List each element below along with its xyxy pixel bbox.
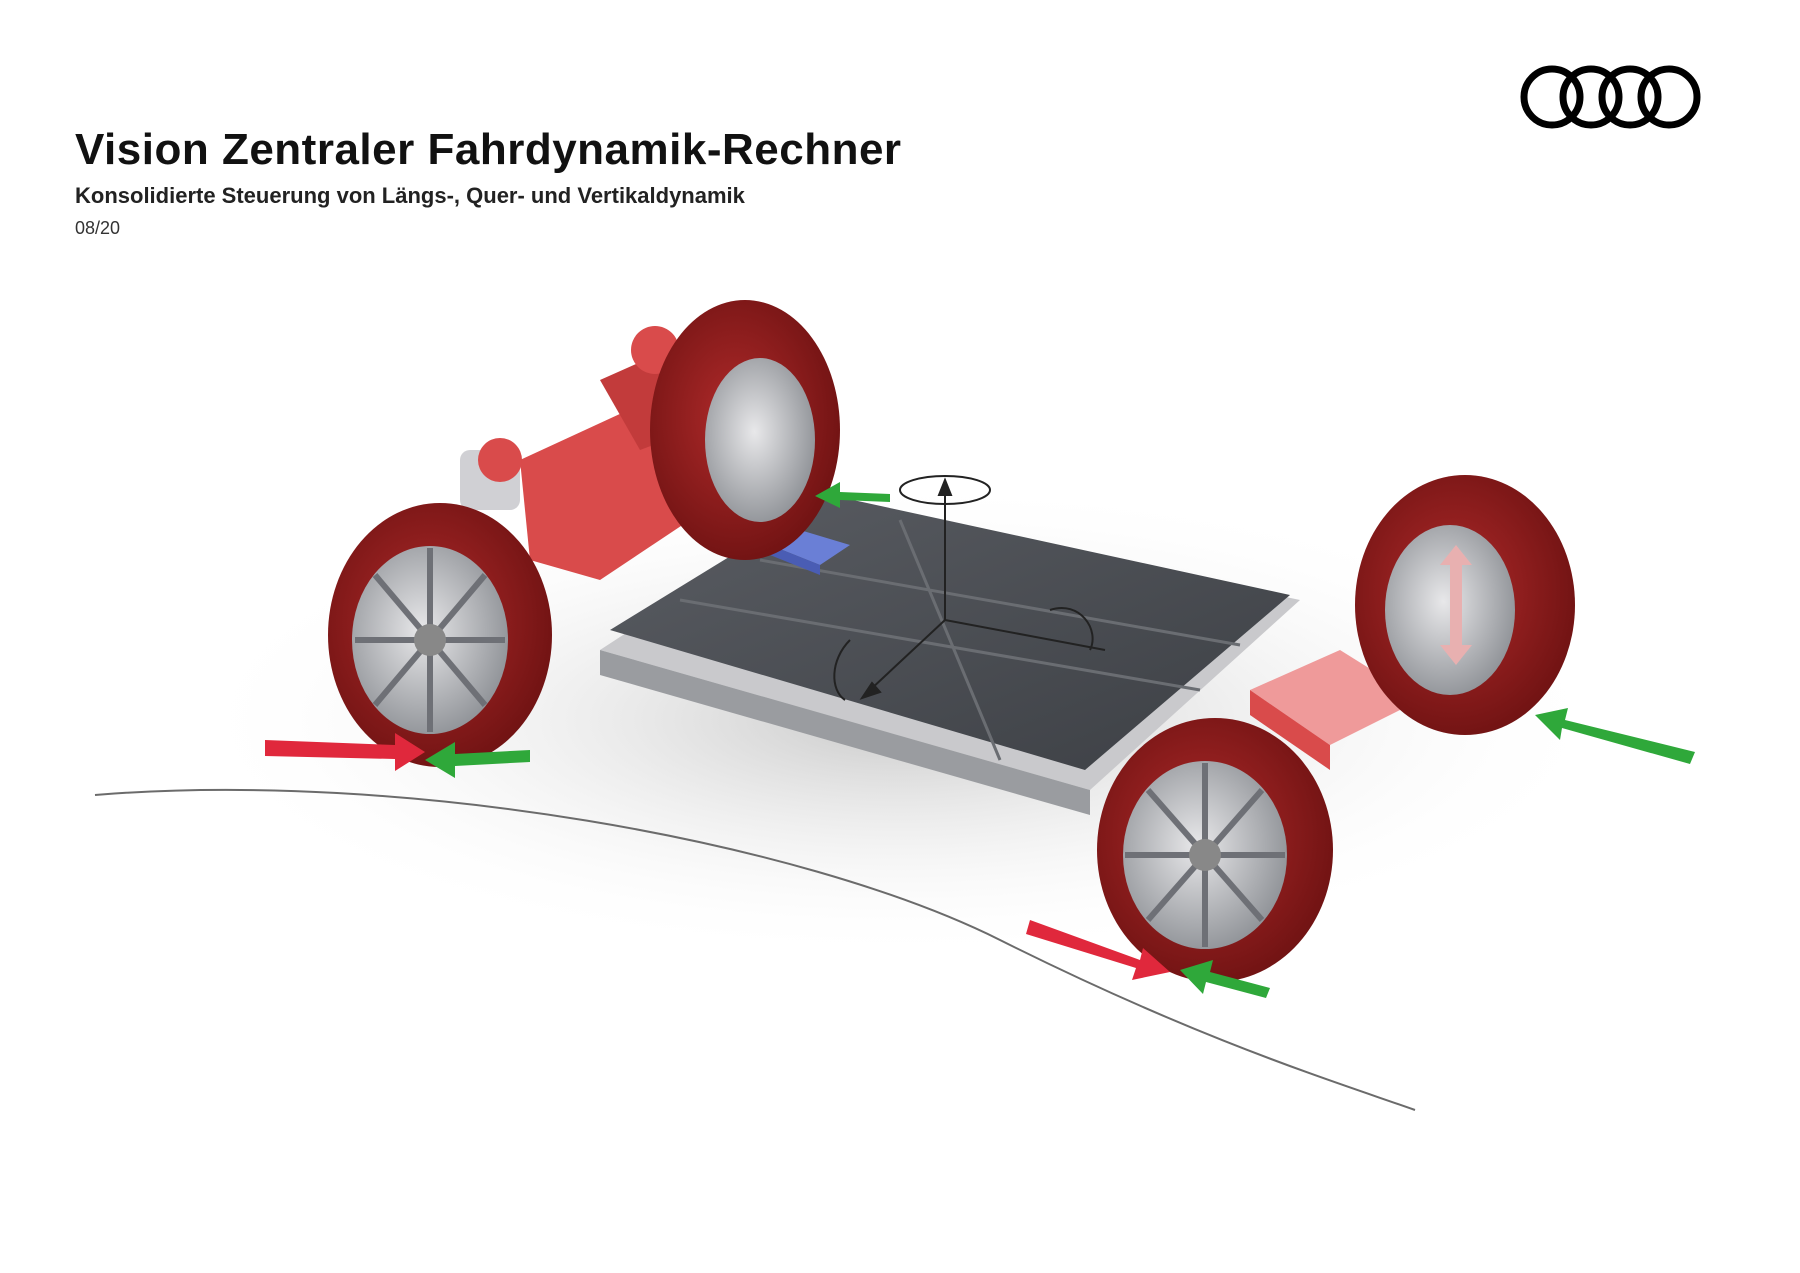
rear-left-wheel-icon [1097, 718, 1333, 982]
front-right-wheel-icon [650, 300, 840, 560]
lateral-force-arrow-icon [425, 482, 1695, 998]
page-title: Vision Zentraler Fahrdynamik-Rechner [75, 125, 902, 174]
rear-right-wheel-icon [1355, 475, 1575, 735]
pitch-axis-icon [944, 607, 1106, 651]
vertical-damper-arrow-icon [1440, 545, 1472, 665]
roll-axis-icon [833, 619, 946, 701]
date-label: 08/20 [75, 218, 121, 238]
yaw-axis-icon [899, 475, 991, 620]
front-left-wheel-icon [328, 503, 552, 767]
longitudinal-force-arrow-icon [265, 733, 1170, 980]
road-curve [94, 788, 1416, 1111]
page-subtitle: Konsolidierte Steuerung von Längs-, Quer… [75, 183, 745, 208]
audi-logo-icon [1520, 65, 1701, 129]
battery-pack-icon [600, 495, 1300, 815]
